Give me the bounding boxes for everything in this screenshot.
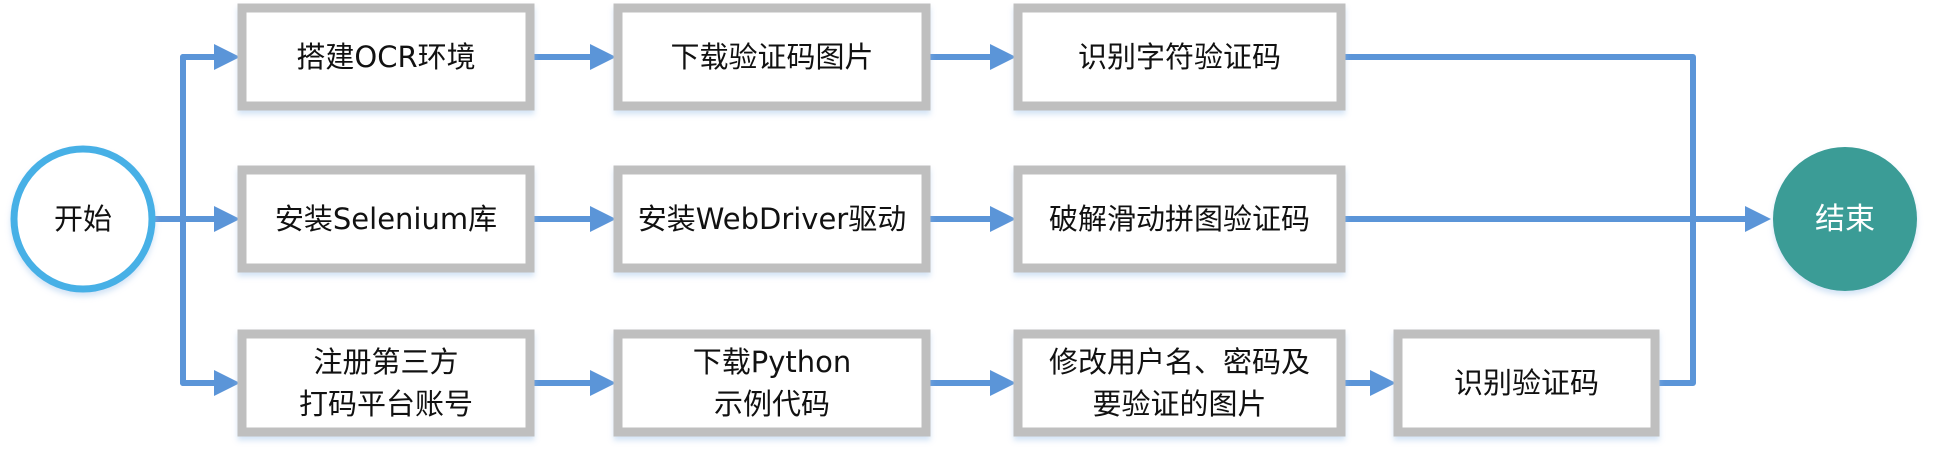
connectors [149,44,1771,396]
step-label: 识别字符验证码 [1078,40,1281,74]
arrow-head-icon [990,370,1016,396]
end-label: 结束 [1815,202,1875,237]
step-box-frame [1393,329,1660,437]
step-label: 打码平台账号 [299,387,473,421]
step-label: 下载验证码图片 [670,40,873,74]
step-label: 安装Selenium库 [275,202,497,236]
step-label: 修改用户名、密码及 [1049,345,1310,379]
step-box-frame [613,329,931,437]
arrow-head-icon [990,206,1016,232]
step-box-frame [237,3,535,111]
step-label: 下载Python [693,345,852,379]
step-box-r2s1[interactable]: 安装Selenium库 [237,165,535,273]
step-box-r1s2[interactable]: 下载验证码图片 [613,3,931,111]
arrow-head-icon [1370,370,1396,396]
step-box-frame [237,329,535,437]
step-box-frame [237,165,535,273]
step-box-r2s2[interactable]: 安装WebDriver驱动 [613,165,931,273]
end-node[interactable] [1773,147,1917,291]
step-box-r3s2[interactable]: 下载Python 示例代码 [613,329,931,437]
step-box-frame [1013,165,1346,273]
start-label: 开始 [54,202,112,236]
arrow-head-icon [990,44,1016,70]
arrow-head-icon [214,370,240,396]
arrow-head-icon [590,370,616,396]
step-label: 识别验证码 [1454,366,1599,400]
arrow-head-icon [590,206,616,232]
step-box-frame [613,165,931,273]
step-box-r1s1[interactable]: 搭建OCR环境 [237,3,535,111]
step-label: 要验证的图片 [1092,387,1266,421]
step-box-r2s3[interactable]: 破解滑动拼图验证码 [1013,165,1346,273]
start-node[interactable] [10,145,156,293]
arrow-head-icon [1745,206,1771,232]
step-box-r3s4[interactable]: 识别验证码 [1393,329,1660,437]
arrow-head-icon [214,44,240,70]
step-label: 示例代码 [714,387,830,421]
step-label: 破解滑动拼图验证码 [1049,202,1310,236]
arrow-head-icon [214,206,240,232]
step-box-r1s3[interactable]: 识别字符验证码 [1013,3,1346,111]
step-label: 注册第三方 [313,345,458,379]
step-box-frame [1013,329,1346,437]
step-box-frame [1013,3,1346,111]
step-label: 搭建OCR环境 [296,40,475,74]
arrow-head-icon [590,44,616,70]
step-label: 安装WebDriver驱动 [638,202,906,236]
step-box-frame [613,3,931,111]
